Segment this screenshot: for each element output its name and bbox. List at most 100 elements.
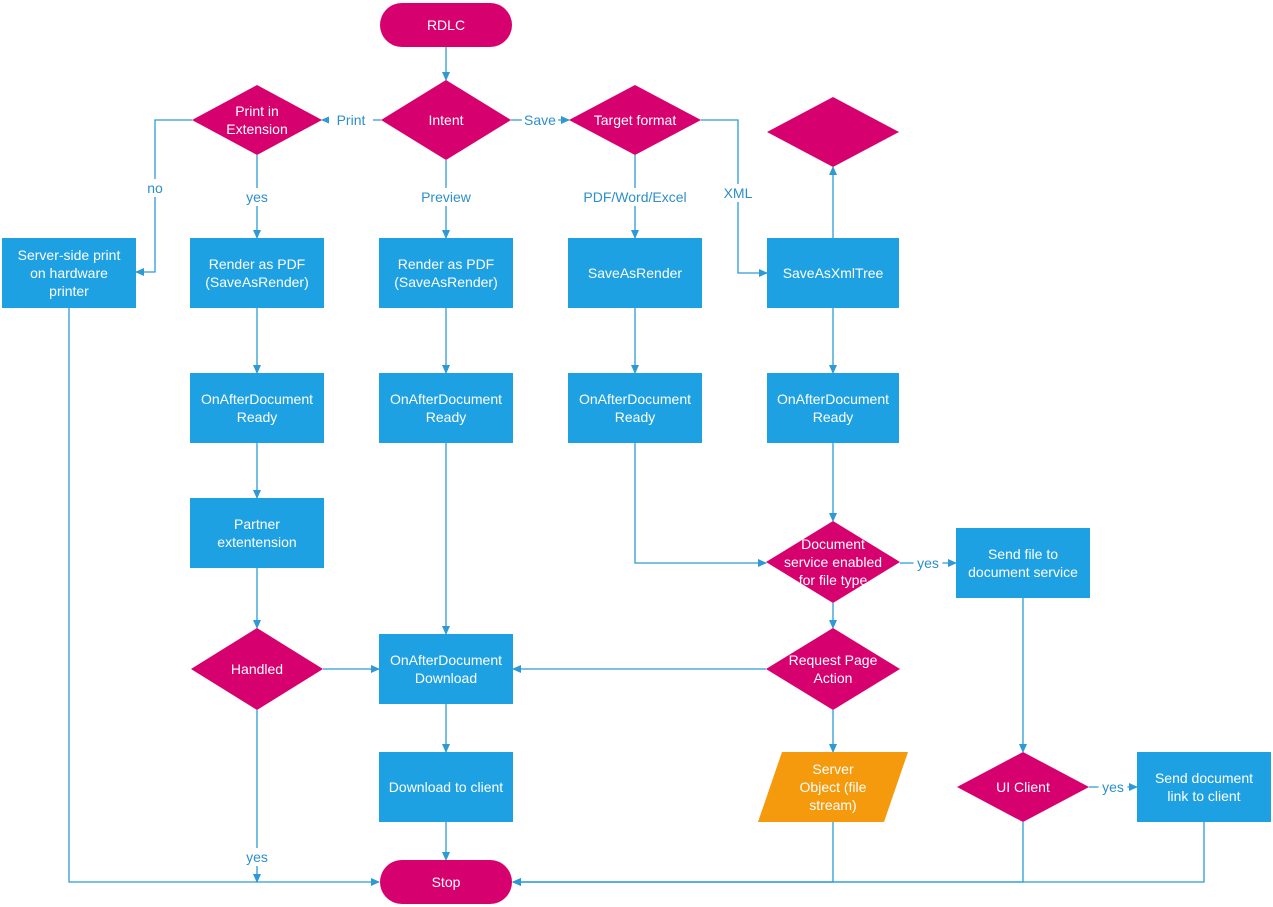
node-label-line: Render as PDF — [209, 256, 305, 272]
connector-oadr3-dse — [634, 443, 767, 567]
edge-label-ui-yes: yes — [1102, 779, 1124, 795]
node-shape-process — [568, 373, 702, 443]
node-partner-ext: Partner extentension — [190, 498, 324, 568]
node-label-line: Download to client — [389, 779, 504, 795]
node-shape-process — [568, 238, 702, 308]
node-label-line: on hardware — [30, 265, 108, 281]
node-shape-process — [379, 634, 513, 704]
node-send-link: Send document link to client — [1137, 752, 1271, 822]
node-label-line: SaveAsXmlTree — [783, 265, 884, 281]
node-stop: Stop — [380, 860, 512, 904]
connector-link-stop — [512, 822, 1205, 886]
node-label-line: Intent — [428, 112, 463, 128]
node-label-line: Server-side print — [18, 247, 121, 263]
edge-label-background — [723, 184, 753, 202]
node-saveasxmltree: SaveAsXmlTree — [767, 238, 899, 308]
node-label-line: Stop — [432, 874, 461, 890]
node-label-line: Partner — [234, 516, 280, 532]
edge-label-background — [521, 111, 559, 129]
node-label-line: Ready — [615, 409, 655, 425]
edge-label-background — [242, 188, 272, 206]
node-blank-decision — [767, 97, 899, 167]
node-label-line: SaveAsRender — [588, 265, 683, 281]
node-shape-process — [190, 498, 324, 568]
node-send-file: Send file to document service — [956, 528, 1090, 598]
node-label-line: UI Client — [996, 779, 1050, 795]
node-label-line: Ready — [237, 409, 277, 425]
node-shape-process — [767, 373, 899, 443]
node-shape-process — [190, 238, 324, 308]
node-label-line: Document — [801, 536, 865, 552]
node-download-client: Download to client — [379, 752, 513, 822]
node-label-line: Object (file — [800, 779, 867, 795]
node-label-line: OnAfterDocument — [777, 391, 889, 407]
node-label-line: RDLC — [427, 17, 465, 33]
node-shape-process — [767, 238, 899, 308]
node-rdlc: RDLC — [380, 3, 512, 47]
node-render-pdf-2: Render as PDF (SaveAsRender) — [379, 238, 513, 308]
node-shape-process — [2, 238, 136, 308]
node-print-ext: Print in Extension — [192, 85, 322, 155]
node-label-line: Send file to — [988, 546, 1058, 562]
node-label-line: OnAfterDocument — [201, 391, 313, 407]
node-shape-decision — [192, 85, 322, 155]
edge-label-print-no: no — [147, 180, 163, 196]
edge-label-background — [329, 111, 373, 129]
node-label-line: Extension — [226, 121, 287, 137]
node-label-line: for file type — [799, 572, 868, 588]
node-ui-client: UI Client — [957, 752, 1089, 822]
edge-label-handled-yes: yes — [246, 849, 268, 865]
node-shape-process — [190, 373, 324, 443]
node-label-line: OnAfterDocument — [390, 391, 502, 407]
edge-label-format-pdf: PDF/Word/Excel — [583, 189, 686, 205]
node-label-line: document service — [968, 564, 1078, 580]
node-label-line: OnAfterDocument — [579, 391, 691, 407]
node-handled: Handled — [191, 628, 323, 710]
node-target-format: Target format — [569, 85, 701, 155]
node-shape-data — [758, 752, 908, 822]
node-shape-decision — [766, 628, 900, 710]
edge-label-background — [578, 188, 692, 206]
node-saveasrender: SaveAsRender — [568, 238, 702, 308]
node-shape-process — [379, 373, 513, 443]
node-intent: Intent — [381, 80, 511, 160]
node-label-line: stream) — [809, 797, 856, 813]
node-layer: RDLC Intent Print in Extension Target format… — [2, 3, 1271, 904]
node-shape-process — [1137, 752, 1271, 822]
node-label-line: Render as PDF — [398, 256, 494, 272]
connector-server-object-stop — [512, 822, 834, 886]
node-label-line: Print in — [235, 103, 279, 119]
node-shape-decision — [957, 752, 1089, 822]
edge-label-background — [913, 554, 943, 572]
node-label-line: extentension — [217, 534, 296, 550]
node-label-line: Ready — [813, 409, 853, 425]
node-label-line: (SaveAsRender) — [205, 274, 309, 290]
node-server-print: Server-side print on hardware printer — [2, 238, 136, 308]
node-label-line: Request Page — [789, 652, 878, 668]
node-shape-decision — [381, 80, 511, 160]
node-label-line: printer — [49, 283, 89, 299]
node-label-line: Send document — [1155, 770, 1253, 786]
node-shape-decision — [569, 85, 701, 155]
edge-label-print-yes: yes — [246, 189, 268, 205]
edge-label-background — [144, 179, 166, 197]
edge-label-intent-preview: Preview — [421, 189, 472, 205]
node-shape-terminal — [380, 860, 512, 904]
node-shape-process — [956, 528, 1090, 598]
node-shape-decision — [766, 521, 900, 603]
edge-label-background — [1098, 778, 1128, 796]
node-label-line: (SaveAsRender) — [394, 274, 498, 290]
node-label-line: link to client — [1167, 788, 1240, 804]
connector-server-print-stop — [68, 308, 380, 886]
node-label-line: Server — [812, 761, 854, 777]
connector-ui-stop — [512, 822, 1024, 886]
node-shape-terminal — [380, 3, 512, 47]
node-label-line: service enabled — [784, 554, 882, 570]
